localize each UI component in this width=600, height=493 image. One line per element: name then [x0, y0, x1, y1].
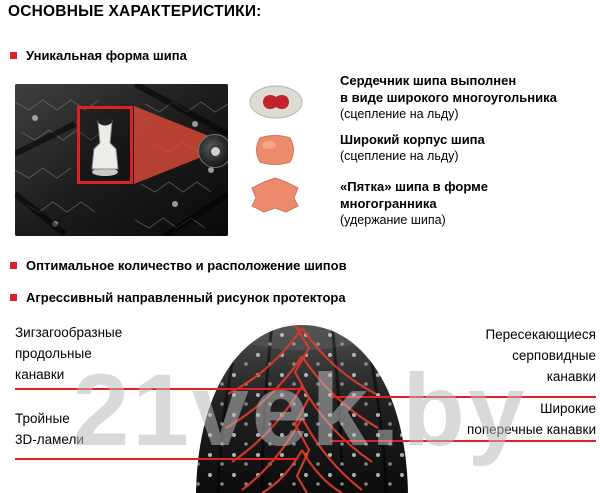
- stud-figure-icon: [91, 116, 119, 176]
- tire-tread-image: [196, 325, 408, 493]
- feature-label: Агрессивный направленный рисунок протект…: [26, 290, 346, 305]
- callout-stud-base: «Пятка» шипа в форме многогранника (удер…: [340, 178, 596, 229]
- feature-tread-pattern: Агрессивный направленный рисунок протект…: [10, 290, 346, 305]
- callout-line-right-bottom: [330, 440, 596, 442]
- feature-unique-stud-shape: Уникальная форма шипа: [10, 48, 187, 63]
- feature-stud-count: Оптимальное количество и расположение ши…: [10, 258, 347, 273]
- callout-line-right-top: [330, 396, 596, 398]
- stud-core-icon: [249, 85, 303, 119]
- label-line: 3D-ламели: [15, 432, 84, 447]
- callout-stud-body: Широкий корпус шипа (сцепление на льду): [340, 131, 596, 165]
- label-line: поперечные канавки: [467, 422, 596, 437]
- stud-base-icon: [251, 177, 299, 213]
- callout-note: (сцепление на льду): [340, 107, 459, 121]
- stud-zoom-circle: [198, 134, 228, 168]
- tread-callout-crescent-grooves: Пересекающиеся серповидные канавки: [436, 324, 596, 387]
- callout-note: (сцепление на льду): [340, 149, 459, 163]
- tread-callout-3d-sipes: Тройные 3D-ламели: [15, 408, 84, 450]
- callout-title-line: Сердечник шипа выполнен: [340, 73, 517, 88]
- callout-title-line: Широкий корпус шипа: [340, 132, 485, 147]
- label-line: продольные: [15, 346, 92, 361]
- label-line: Широкие: [540, 401, 596, 416]
- feature-label: Уникальная форма шипа: [26, 48, 187, 63]
- callout-stud-core: Сердечник шипа выполнен в виде широкого …: [340, 72, 596, 123]
- tread-callout-transverse-grooves: Широкие поперечные канавки: [416, 398, 596, 440]
- bullet-square-icon: [10, 52, 17, 59]
- callout-title-line: «Пятка» шипа в форме: [340, 179, 488, 194]
- label-line: канавки: [15, 367, 65, 382]
- tread-closeup-image: [15, 84, 228, 236]
- label-line: Пересекающиеся: [485, 327, 596, 342]
- bullet-square-icon: [10, 294, 17, 301]
- bullet-square-icon: [10, 262, 17, 269]
- label-line: Тройные: [15, 411, 70, 426]
- stud-highlight-box: [77, 106, 133, 184]
- stud-body-icon: [256, 135, 294, 165]
- label-line: канавки: [546, 369, 596, 384]
- feature-label: Оптимальное количество и расположение ши…: [26, 258, 347, 273]
- tread-callout-zigzag-grooves: Зигзагообразные продольные канавки: [15, 322, 122, 385]
- label-line: Зигзагообразные: [15, 325, 123, 340]
- stud-dot-icon: [210, 146, 220, 156]
- callout-line-left-top: [15, 388, 303, 390]
- label-line: серповидные: [512, 348, 596, 363]
- callout-note: (удержание шипа): [340, 213, 446, 227]
- page-title: ОСНОВНЫЕ ХАРАКТЕРИСТИКИ:: [8, 3, 262, 20]
- callout-title-line: многогранника: [340, 196, 437, 211]
- callout-line-left-bottom: [15, 458, 298, 460]
- callout-title-line: в виде широкого многоугольника: [340, 90, 557, 105]
